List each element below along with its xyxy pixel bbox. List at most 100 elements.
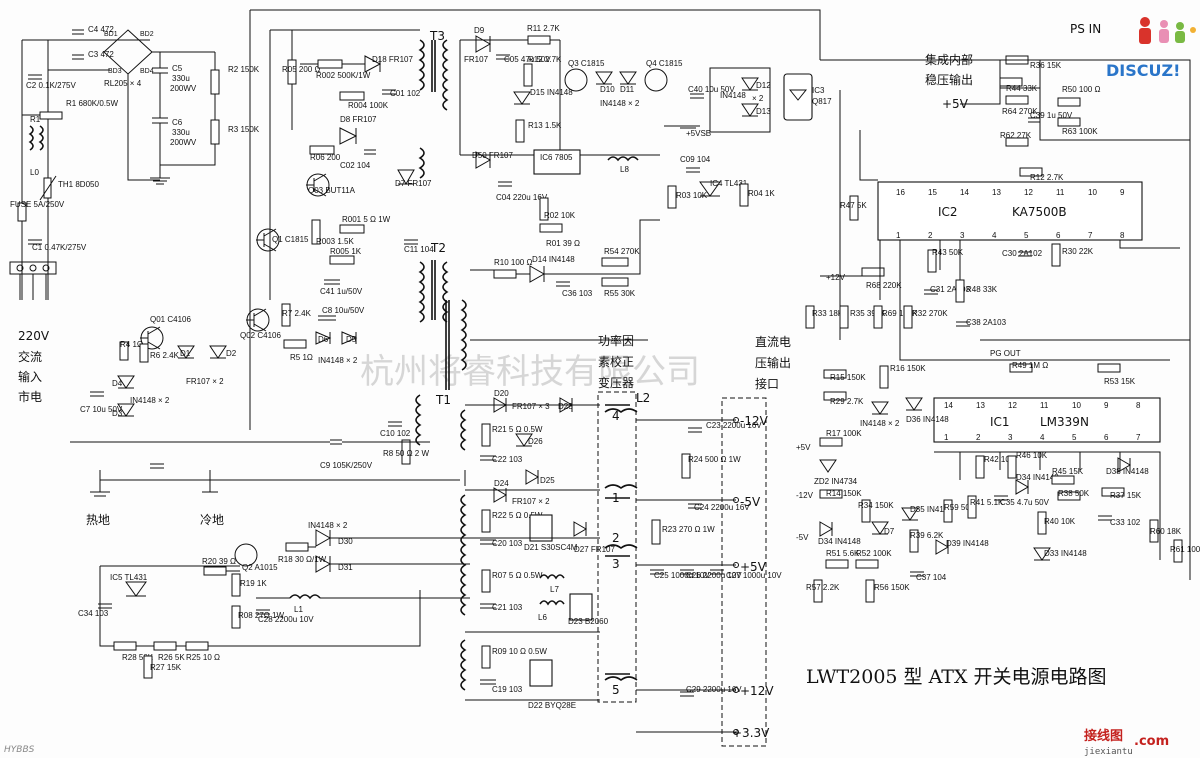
output-plus3v3: +3.3V (732, 726, 770, 740)
r53-label: R53 15K (1104, 377, 1136, 386)
l2-tap-4: 4 (612, 409, 620, 423)
d7d8-part: IN4148 × 2 (860, 419, 900, 428)
r35-label: R35 390K (850, 309, 886, 318)
d36-label: D36 IN4148 (906, 415, 949, 424)
r34-label: R34 150K (858, 501, 894, 510)
d7-label: D7 FR107 (395, 179, 432, 188)
ic2-pin-11: 11 (1056, 188, 1065, 197)
c24-label: C24 2200u 16V (694, 503, 750, 512)
l7-label: L7 (550, 585, 559, 594)
q02-label: Q02 C4106 (240, 331, 281, 340)
c05-label: C05 47u 50V (504, 55, 551, 64)
r51-label: R51 5.6K (826, 549, 860, 558)
ic1-part: LM339N (1040, 415, 1089, 429)
d20-part: FR107 × 3 (512, 402, 550, 411)
d20-label: D20 (494, 389, 509, 398)
d22-label: D22 BYQ28E (528, 701, 576, 710)
ic5-label: IC5 TL431 (110, 573, 148, 582)
d4-label: D4 (112, 379, 123, 388)
r61-label: R61 100K (1170, 545, 1200, 554)
d35-label: D35 IN4148 (910, 505, 953, 514)
r05-label: R05 200 Ω (282, 65, 320, 74)
r56-label: R56 150K (874, 583, 910, 592)
zd2-label: ZD2 IN4734 (814, 477, 858, 486)
r43-label: R43 50K (932, 248, 964, 257)
feedback-voltage: +5V (942, 97, 969, 111)
ic1-name: IC1 (990, 415, 1010, 429)
c19-label: C19 103 (492, 685, 523, 694)
r2-label: R2 150K (228, 65, 260, 74)
c34-label: C34 103 (78, 609, 109, 618)
d10-label: D10 (600, 85, 615, 94)
ic1-pin-10: 10 (1072, 401, 1081, 410)
d12-label: D12 (756, 81, 771, 90)
c38-label: C38 2A103 (966, 318, 1007, 327)
pfc-label-2: 素校正 (598, 354, 634, 369)
d30d31-part: IN4148 × 2 (308, 521, 348, 530)
d21-label: D21 S30SC4M (524, 543, 578, 552)
r11-label: R11 2.7K (527, 24, 560, 33)
r12-control-label: R12 2.7K (1030, 173, 1064, 182)
pg-out-label: PG OUT (990, 349, 1021, 358)
r60-label: R60 18K (1150, 527, 1182, 536)
r23-label: R23 270 Ω 1W (662, 525, 715, 534)
r14-label: R14 150K (826, 489, 862, 498)
c2-label: C2 0.1K/275V (26, 81, 76, 90)
c10-label: C10 102 (380, 429, 411, 438)
r13-label: R13 1.5K (528, 121, 562, 130)
ic2-part: KA7500B (1012, 205, 1067, 219)
c6-rating: 200WV (170, 138, 197, 147)
d39-label: D39 IN4148 (946, 539, 989, 548)
logo-figure-2-body (1159, 29, 1169, 43)
r59-label: R59 50K (944, 503, 976, 512)
ic2-pin-10: 10 (1088, 188, 1097, 197)
d2-label: D2 (226, 349, 237, 358)
ic2-pin-15: 15 (928, 188, 937, 197)
q2-a1015-label: Q2 A1015 (242, 563, 278, 572)
diagram-title: LWT2005 型 ATX 开关电源电路图 (806, 666, 1107, 688)
r3-label: R3 150K (228, 125, 260, 134)
c28-label: C28 2200u 10V (258, 615, 314, 624)
logo-figure-3 (1176, 22, 1184, 30)
c26-label: C26 2200u 10V (686, 571, 742, 580)
c4-label: C4 472 (88, 25, 114, 34)
input-label-input: 输入 (18, 369, 42, 384)
bd3-label: BD3 (108, 68, 122, 75)
r21-label: R21 5 Ω 0.5W (492, 425, 543, 434)
d34-right-label: D34 IN4148 (1016, 473, 1059, 482)
r07-label: R07 5 Ω 0.5W (492, 571, 543, 580)
footer-brand: HYBBS 接线图 .com jiexiantu (4, 728, 1169, 757)
c8-label: C8 10u/50V (322, 306, 365, 315)
hybbs-brand: HYBBS (4, 745, 35, 755)
c6-value: 330u (172, 128, 190, 137)
ic1-pin-1: 1 (944, 433, 949, 442)
q03-label: Q03 BUT11A (308, 186, 356, 195)
d23-label: D23 B2060 (568, 617, 609, 626)
r5-label: R5 1Ω (290, 353, 313, 362)
output-minus12v: -12V (740, 414, 769, 428)
d25-label: D25 (540, 476, 555, 485)
d9-part: FR107 (464, 55, 489, 64)
cold-ground-label: 冷地 (200, 513, 224, 527)
l2-label: L2 (636, 391, 650, 405)
r002-label: R002 500K/1W (316, 71, 371, 80)
c41-label: C41 1u/50V (320, 287, 363, 296)
ic2-pin-14: 14 (960, 188, 969, 197)
r08-label: R08 27Ω 1W (238, 611, 284, 620)
l1-label: L1 (294, 605, 303, 614)
r50-label: R50 100 Ω (1062, 85, 1100, 94)
d15-label: D15 IN4148 (530, 88, 573, 97)
d18-label: D18 FR107 (372, 55, 413, 64)
d33-label: D33 IN4148 (1044, 549, 1087, 558)
c31-label: C31 2A103 (930, 285, 971, 294)
c04-label: C04 220u 16V (496, 193, 548, 202)
control-section: 集成内部 稳压输出 +5V R36 15K R44 33K R64 270K C… (796, 52, 1200, 603)
d5d6-part: IN4148 × 2 (318, 356, 358, 365)
r24-label: R24 500 Ω 1W (688, 455, 741, 464)
input-label-220v: 220V (18, 329, 50, 343)
r02-label: R02 10K (544, 211, 576, 220)
d1d2-part: FR107 × 2 (186, 377, 224, 386)
output-plus5v: +5V (740, 560, 767, 574)
